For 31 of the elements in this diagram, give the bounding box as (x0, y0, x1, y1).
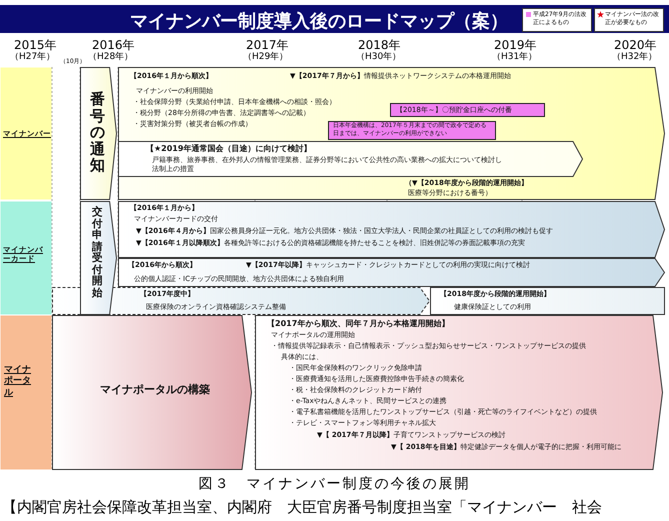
era-label: （H27年） (10, 52, 56, 63)
heading-text: マイナポータル (4, 365, 32, 399)
era-label: （H29年） (243, 52, 288, 63)
timeline-box (430, 287, 665, 315)
title-text: マイナンバー制度導入後のロードマップ（案） (130, 10, 508, 33)
row-header (0, 201, 52, 315)
era-label: （H30年） (356, 52, 402, 63)
note-callout (328, 121, 496, 140)
heading-text: マイナポータルの構築 (100, 383, 210, 397)
year-label: 2018年 (358, 38, 401, 52)
row-header (0, 67, 52, 200)
footer-note: 【内閣官房社会保障改革担当室、内閣府 大臣官房番号制度担当室「マイナンバー 社会 (2, 498, 602, 516)
year-label: 2016年 (92, 38, 135, 52)
heading-text: 交付申請受付開始 (92, 207, 104, 300)
era-label: （H31年） (492, 52, 538, 63)
note-callout (390, 103, 545, 117)
phase-chevron (80, 67, 117, 200)
heading-text: 【★2019年通常国会（目途）に向けて検討】 (146, 144, 312, 154)
row-header (0, 315, 52, 470)
timeline-band (52, 315, 252, 470)
heading-text: 【2017年から順次、同年７月から本格運用開始】 (267, 319, 450, 329)
era-label: （H28年） (88, 52, 134, 63)
era-label: （H32年） (612, 52, 658, 63)
phase-chevron (80, 201, 117, 315)
heading-text: 番号の通知 (90, 91, 106, 174)
year-label: 2020年 (614, 38, 657, 52)
year-label: 2017年 (246, 38, 289, 52)
year-label: 2015年 (14, 38, 57, 52)
figure-caption: 図３ マイナンバー制度の今後の展開 (198, 476, 472, 493)
year-label: 2019年 (494, 38, 537, 52)
timeline-box (255, 315, 663, 470)
